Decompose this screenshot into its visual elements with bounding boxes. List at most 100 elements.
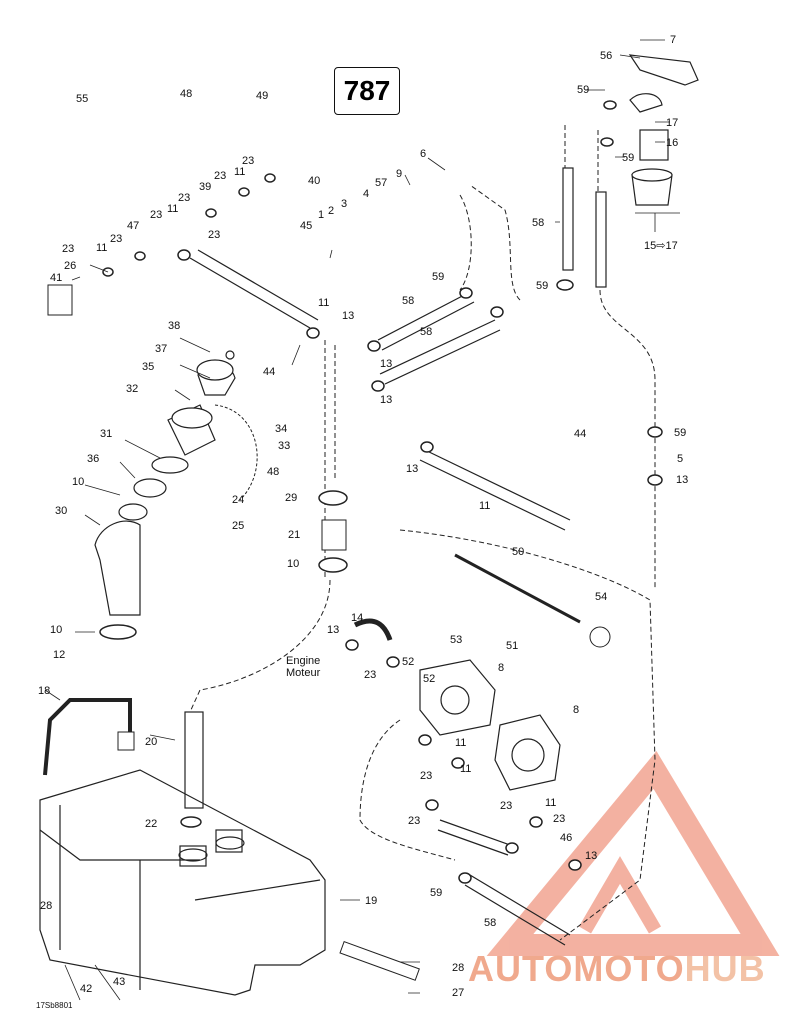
bracket-27 xyxy=(339,940,420,981)
callout-11: 11 xyxy=(96,242,108,254)
fuel-lines xyxy=(184,167,607,946)
callout-37: 37 xyxy=(155,343,168,355)
carburetor-assembly xyxy=(419,659,561,791)
tank-strap xyxy=(43,698,132,776)
callout-59: 59 xyxy=(430,887,443,899)
callout-36: 36 xyxy=(87,453,100,465)
callout-59: 59 xyxy=(674,427,687,439)
leader-lines xyxy=(44,39,680,1001)
callout-23: 23 xyxy=(420,770,433,782)
callout-5: 5 xyxy=(677,453,684,465)
ref-range-label: 15⇨17 xyxy=(644,240,678,252)
callout-10: 10 xyxy=(287,558,300,570)
callout-10: 10 xyxy=(72,476,85,488)
callout-11: 11 xyxy=(479,500,491,512)
callout-6: 6 xyxy=(420,148,427,160)
watermark-part1: AUTOMOTO xyxy=(468,948,685,989)
callout-23: 23 xyxy=(553,813,566,825)
callout-45: 45 xyxy=(300,220,313,232)
callout-23: 23 xyxy=(178,192,191,204)
callout-19: 19 xyxy=(365,895,378,907)
callout-52: 52 xyxy=(423,673,436,685)
callout-40: 40 xyxy=(308,175,321,187)
callout-13: 13 xyxy=(406,463,419,475)
callout-33: 33 xyxy=(278,440,291,452)
callout-11: 11 xyxy=(167,203,179,215)
callout-43: 43 xyxy=(113,976,126,988)
callout-51: 51 xyxy=(506,640,519,652)
callout-22: 22 xyxy=(145,818,158,830)
callout-59: 59 xyxy=(577,84,590,96)
callout-52: 52 xyxy=(402,656,415,668)
callout-26: 26 xyxy=(64,260,77,272)
tether-cord xyxy=(214,404,258,501)
callout-20: 20 xyxy=(145,736,158,748)
callout-23: 23 xyxy=(150,209,163,221)
callout-3: 3 xyxy=(341,198,348,210)
callout-30: 30 xyxy=(55,505,68,517)
watermark-logo xyxy=(486,751,780,956)
callout-58: 58 xyxy=(402,295,415,307)
watermark-part2: HUB xyxy=(684,948,766,989)
callout-28: 28 xyxy=(452,962,465,974)
callout-48: 48 xyxy=(180,88,193,100)
callout-13: 13 xyxy=(342,310,355,322)
callout-57: 57 xyxy=(375,177,388,189)
strap-buckle xyxy=(117,731,135,751)
callout-27: 27 xyxy=(452,987,465,999)
callout-9: 9 xyxy=(396,168,403,180)
callout-49: 49 xyxy=(256,90,269,102)
callout-13: 13 xyxy=(380,358,393,370)
callout-35: 35 xyxy=(142,361,155,373)
callout-14: 14 xyxy=(351,612,364,624)
callout-58: 58 xyxy=(532,217,545,229)
callout-23: 23 xyxy=(214,170,227,182)
fuel-filter-assembly xyxy=(628,54,699,206)
callout-55: 55 xyxy=(76,93,89,105)
routing-lines xyxy=(189,125,656,941)
callout-59: 59 xyxy=(536,280,549,292)
callout-21: 21 xyxy=(288,529,301,541)
callout-23: 23 xyxy=(364,669,377,681)
callout-46: 46 xyxy=(560,832,573,844)
callout-11: 11 xyxy=(234,166,246,178)
callout-48: 48 xyxy=(267,466,280,478)
fuel-tank xyxy=(39,769,326,996)
callout-44: 44 xyxy=(574,428,587,440)
coupler-21 xyxy=(321,519,347,551)
callout-38: 38 xyxy=(168,320,181,332)
callout-41: 41 xyxy=(50,272,63,284)
callout-13: 13 xyxy=(676,474,689,486)
callout-50: 50 xyxy=(512,546,525,558)
callout-7: 7 xyxy=(670,34,677,46)
callout-47: 47 xyxy=(127,220,140,232)
callout-58: 58 xyxy=(420,326,433,338)
callout-42: 42 xyxy=(80,983,93,995)
bracket-plate xyxy=(47,284,73,316)
callout-54: 54 xyxy=(595,591,608,603)
engine-label: Engine Moteur xyxy=(286,655,320,679)
callout-8: 8 xyxy=(498,662,505,674)
engine-label-en: Engine xyxy=(286,655,321,667)
callout-23: 23 xyxy=(242,155,255,167)
callout-44: 44 xyxy=(263,366,276,378)
figure-code: 17Sb8801 xyxy=(36,1001,73,1010)
callout-11: 11 xyxy=(460,763,472,775)
callout-29: 29 xyxy=(285,492,298,504)
callout-23: 23 xyxy=(408,815,421,827)
filler-neck-assembly xyxy=(118,350,236,521)
callout-10: 10 xyxy=(50,624,63,636)
callout-24: 24 xyxy=(232,494,245,506)
callout-23: 23 xyxy=(208,229,221,241)
callout-32: 32 xyxy=(126,383,139,395)
watermark-text: AUTOMOTOHUB xyxy=(468,948,766,990)
callout-53: 53 xyxy=(450,634,463,646)
callout-58: 58 xyxy=(484,917,497,929)
callout-4: 4 xyxy=(363,188,370,200)
callout-13: 13 xyxy=(327,624,340,636)
callout-56: 56 xyxy=(600,50,613,62)
callout-8: 8 xyxy=(573,704,580,716)
callout-31: 31 xyxy=(100,428,113,440)
callout-13: 13 xyxy=(585,850,598,862)
callout-13: 13 xyxy=(380,394,393,406)
